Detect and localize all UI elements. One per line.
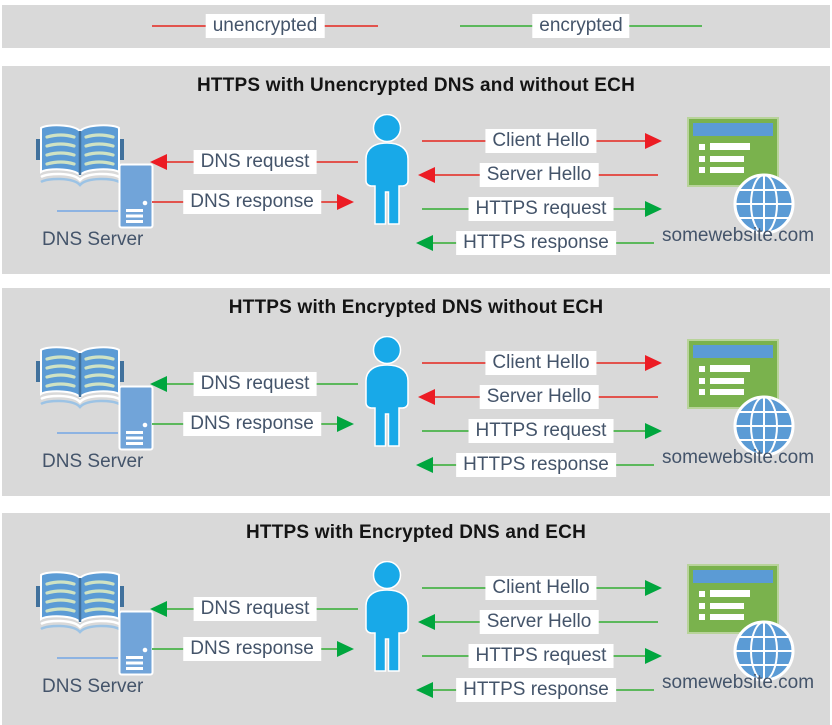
arrow-server-hello: Server Hello: [418, 609, 658, 635]
arrowhead-icon: [416, 682, 433, 698]
arrow-label: HTTPS request: [468, 197, 614, 221]
dns-server-label: DNS Server: [42, 451, 144, 472]
website-icon: [686, 563, 798, 683]
arrow-https-response: HTTPS response: [416, 452, 654, 478]
arrowhead-icon: [416, 457, 433, 473]
legend-band: unencrypted encrypted: [2, 5, 830, 48]
dns-book-icon: [35, 568, 125, 638]
arrowhead-icon: [150, 154, 167, 170]
dns-book-icon: [35, 343, 125, 413]
panel-unencrypted-dns-without-ech: HTTPS with Unencrypted DNS and without E…: [2, 66, 830, 274]
arrow-label: Server Hello: [479, 163, 599, 187]
panel-encrypted-dns-and-ech: HTTPS with Encrypted DNS and ECH: [2, 513, 830, 725]
arrowhead-icon: [645, 423, 662, 439]
arrow-label: HTTPS response: [456, 453, 616, 477]
website-label: somewebsite.com: [662, 672, 815, 693]
arrow-label: HTTPS response: [456, 231, 616, 255]
website-label: somewebsite.com: [662, 447, 815, 468]
arrowhead-icon: [645, 648, 662, 664]
arrowhead-icon: [645, 133, 662, 149]
dns-server-label: DNS Server: [42, 229, 144, 250]
dns-server-tower-icon: [118, 163, 154, 229]
arrowhead-icon: [337, 416, 354, 432]
panel-encrypted-dns-without-ech: HTTPS with Encrypted DNS without ECH: [2, 288, 830, 496]
arrow-https-response: HTTPS response: [416, 230, 654, 256]
arrow-label: DNS response: [183, 412, 321, 436]
arrow-server-hello: Server Hello: [418, 162, 658, 188]
arrow-label: Client Hello: [485, 129, 597, 153]
arrowhead-icon: [337, 194, 354, 210]
arrow-label: Server Hello: [479, 610, 599, 634]
dns-connector-line: [57, 210, 118, 212]
arrow-dns-response: DNS response: [152, 189, 354, 215]
arrow-dns-request: DNS request: [150, 149, 358, 175]
arrow-label: HTTPS request: [468, 419, 614, 443]
arrow-label: DNS response: [183, 637, 321, 661]
arrow-label: HTTPS response: [456, 678, 616, 702]
arrow-label: Server Hello: [479, 385, 599, 409]
arrowhead-icon: [418, 389, 435, 405]
arrowhead-icon: [150, 376, 167, 392]
dns-connector-line: [57, 657, 118, 659]
legend-item-unencrypted: unencrypted: [152, 13, 378, 39]
arrow-https-response: HTTPS response: [416, 677, 654, 703]
arrow-label: DNS request: [193, 372, 317, 396]
arrow-dns-response: DNS response: [152, 411, 354, 437]
arrow-client-hello: Client Hello: [422, 128, 662, 154]
dns-connector-line: [57, 432, 118, 434]
user-icon: [358, 560, 418, 673]
website-icon: [686, 116, 798, 236]
dns-server-label: DNS Server: [42, 676, 144, 697]
arrow-https-request: HTTPS request: [422, 196, 662, 222]
panel-title: HTTPS with Encrypted DNS and ECH: [246, 522, 586, 543]
arrow-client-hello: Client Hello: [422, 575, 662, 601]
arrow-label: DNS request: [193, 597, 317, 621]
legend-label: unencrypted: [205, 14, 325, 38]
legend-item-encrypted: encrypted: [460, 13, 702, 39]
arrow-dns-request: DNS request: [150, 596, 358, 622]
arrowhead-icon: [337, 641, 354, 657]
dns-book-icon: [35, 121, 125, 191]
arrow-label: DNS request: [193, 150, 317, 174]
arrowhead-icon: [418, 167, 435, 183]
arrowhead-icon: [150, 601, 167, 617]
user-icon: [358, 335, 418, 448]
arrowhead-icon: [418, 614, 435, 630]
arrow-dns-request: DNS request: [150, 371, 358, 397]
arrow-dns-response: DNS response: [152, 636, 354, 662]
arrowhead-icon: [645, 355, 662, 371]
arrowhead-icon: [645, 580, 662, 596]
website-label: somewebsite.com: [662, 225, 815, 246]
arrow-label: HTTPS request: [468, 644, 614, 668]
legend-label: encrypted: [532, 14, 630, 38]
arrow-client-hello: Client Hello: [422, 350, 662, 376]
arrowhead-icon: [416, 235, 433, 251]
arrow-https-request: HTTPS request: [422, 643, 662, 669]
website-icon: [686, 338, 798, 458]
dns-server-tower-icon: [118, 385, 154, 451]
user-icon: [358, 113, 418, 226]
arrow-server-hello: Server Hello: [418, 384, 658, 410]
arrowhead-icon: [645, 201, 662, 217]
arrow-label: Client Hello: [485, 576, 597, 600]
dns-server-tower-icon: [118, 610, 154, 676]
panel-title: HTTPS with Unencrypted DNS and without E…: [196, 75, 635, 96]
panel-title: HTTPS with Encrypted DNS without ECH: [228, 297, 604, 318]
arrow-label: DNS response: [183, 190, 321, 214]
arrow-label: Client Hello: [485, 351, 597, 375]
arrow-https-request: HTTPS request: [422, 418, 662, 444]
